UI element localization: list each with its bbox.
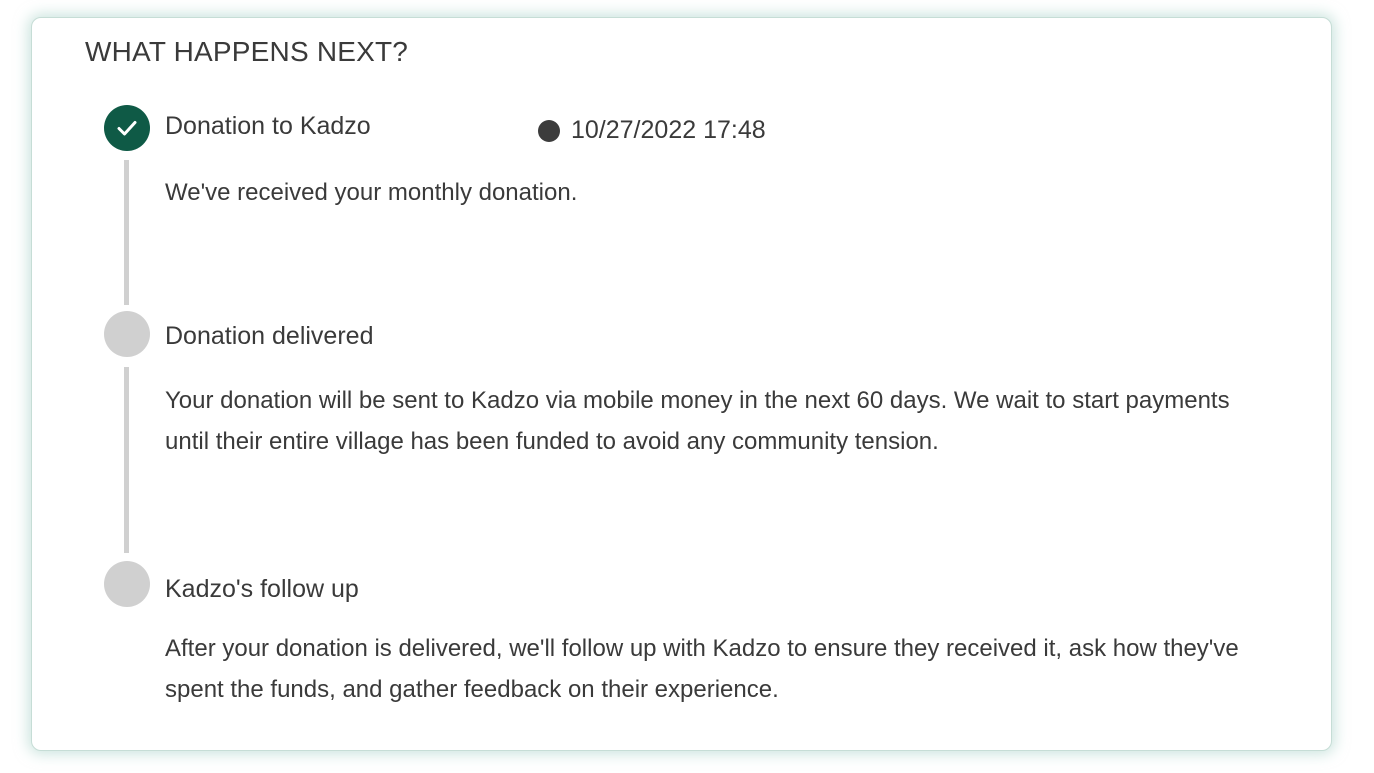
what-happens-next-card: WHAT HAPPENS NEXT? Donation to Kadzo 10/… bbox=[31, 17, 1332, 751]
step-2-pending-indicator bbox=[104, 311, 150, 357]
step-connector-line bbox=[124, 367, 129, 553]
timestamp-dot-icon bbox=[538, 119, 560, 142]
step-2-description: Your donation will be sent to Kadzo via … bbox=[165, 387, 1230, 455]
step-1-completed-indicator bbox=[104, 105, 150, 151]
step-1-description: We've received your monthly donation. bbox=[165, 179, 578, 206]
step-3-description: After your donation is delivered, we'll … bbox=[165, 635, 1239, 703]
step-1-timestamp: 10/27/2022 17:48 bbox=[538, 116, 766, 145]
step-2-title: Donation delivered bbox=[165, 322, 374, 350]
step-1-timestamp-text: 10/27/2022 17:48 bbox=[571, 116, 766, 144]
section-heading: WHAT HAPPENS NEXT? bbox=[85, 36, 409, 67]
step-connector-line bbox=[124, 160, 129, 305]
check-icon bbox=[117, 121, 137, 136]
step-1-title: Donation to Kadzo bbox=[165, 112, 371, 140]
step-3-title: Kadzo's follow up bbox=[165, 575, 359, 603]
step-3-pending-indicator bbox=[104, 561, 150, 607]
